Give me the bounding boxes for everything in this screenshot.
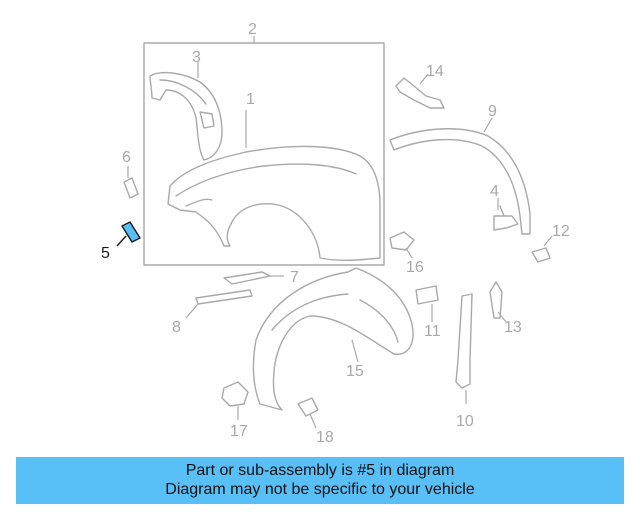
part-7-rod — [223, 271, 271, 285]
callout-14: 14 — [426, 63, 444, 80]
part-8-rod — [195, 289, 253, 305]
leader-5 — [116, 235, 127, 247]
callout-7: 7 — [290, 269, 299, 286]
leader-12 — [543, 235, 553, 247]
leader-16 — [405, 247, 413, 259]
assembly-box — [143, 42, 385, 266]
banner-disclaimer-line: Diagram may not be specific to your vehi… — [165, 481, 475, 498]
part-14-bracket — [395, 77, 445, 109]
part-3-liner — [149, 71, 223, 161]
part-9-arch-molding — [389, 128, 531, 235]
callout-9: 9 — [488, 103, 497, 120]
callout-4: 4 — [490, 183, 499, 200]
callout-2: 2 — [248, 21, 257, 38]
leader-9 — [483, 117, 493, 133]
part-1-fender — [167, 145, 381, 261]
part-10-strip — [455, 293, 473, 389]
callout-1: 1 — [246, 91, 255, 108]
leader-14 — [419, 73, 429, 85]
callout-17: 17 — [230, 423, 248, 440]
leader-18 — [309, 413, 317, 429]
part-5-molding — [121, 221, 141, 243]
part-11-pad — [415, 285, 439, 305]
leader-8 — [185, 303, 199, 319]
info-banner: Part or sub-assembly is #5 in diagram Di… — [16, 457, 624, 504]
callout-8: 8 — [172, 319, 181, 336]
callout-5: 5 — [101, 245, 110, 262]
part-15-wheelhouse-liner — [252, 267, 414, 411]
callout-10: 10 — [456, 413, 474, 430]
callout-6: 6 — [122, 149, 131, 166]
leader-13 — [497, 311, 507, 323]
callout-18: 18 — [316, 429, 334, 446]
part-18-screw — [297, 397, 319, 417]
callout-16: 16 — [406, 259, 424, 276]
callout-13: 13 — [504, 319, 522, 336]
part-4-retainer — [493, 205, 519, 231]
part-13-pin — [489, 281, 503, 319]
part-12-clip — [531, 247, 551, 263]
callout-11: 11 — [424, 323, 441, 340]
part-16-fastener — [389, 231, 415, 251]
banner-part-line: Part or sub-assembly is #5 in diagram — [185, 462, 455, 479]
callout-15: 15 — [346, 363, 364, 380]
callout-3: 3 — [192, 49, 201, 66]
callout-12: 12 — [552, 223, 570, 240]
leader-15 — [351, 339, 359, 363]
part-6-clip — [123, 177, 139, 199]
part-17-clip — [221, 381, 249, 407]
